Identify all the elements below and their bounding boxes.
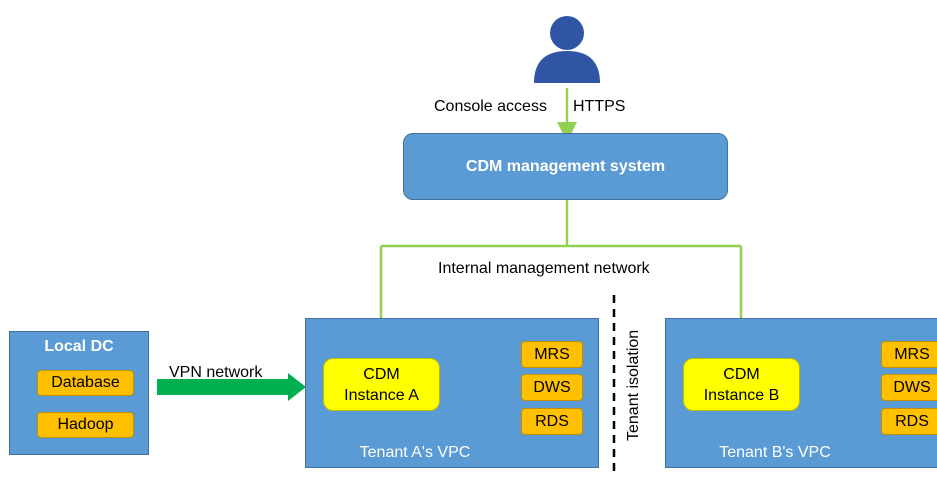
dws-box-b: DWS — [881, 374, 937, 401]
rds-box-a: RDS — [521, 408, 583, 435]
internal-network-label: Internal management network — [438, 260, 650, 277]
mrs-box-b: MRS — [881, 341, 937, 368]
tenant-isolation-label: Tenant isolation — [625, 329, 642, 441]
tenant-a-vpc-label: Tenant A's VPC — [359, 444, 471, 461]
rds-box-b: RDS — [881, 408, 937, 435]
console-access-label: Console access — [434, 98, 547, 115]
local-dc-title: Local DC — [44, 338, 114, 355]
vpn-arrow-head — [288, 373, 306, 401]
cdm-system-label: CDM management system — [465, 157, 666, 175]
cdm-instance-b[interactable]: CDM Instance B — [683, 358, 800, 411]
database-box: Database — [37, 370, 134, 396]
vpn-network-label: VPN network — [169, 364, 263, 381]
https-label: HTTPS — [573, 98, 626, 115]
tenant-b-vpc-label: Tenant B's VPC — [719, 444, 831, 461]
vpn-arrow-shaft — [157, 379, 289, 395]
mrs-box-a: MRS — [521, 341, 583, 368]
cdm-instance-a[interactable]: CDM Instance A — [323, 358, 440, 411]
hadoop-box: Hadoop — [37, 412, 134, 438]
instance-b-line1: CDM — [723, 365, 760, 383]
cdm-management-system[interactable]: CDM management system — [403, 133, 728, 200]
dws-box-a: DWS — [521, 374, 583, 401]
person-icon — [534, 16, 600, 83]
instance-a-line2: Instance A — [344, 386, 419, 404]
instance-a-line1: CDM — [363, 365, 400, 383]
instance-b-line2: Instance B — [703, 386, 780, 404]
